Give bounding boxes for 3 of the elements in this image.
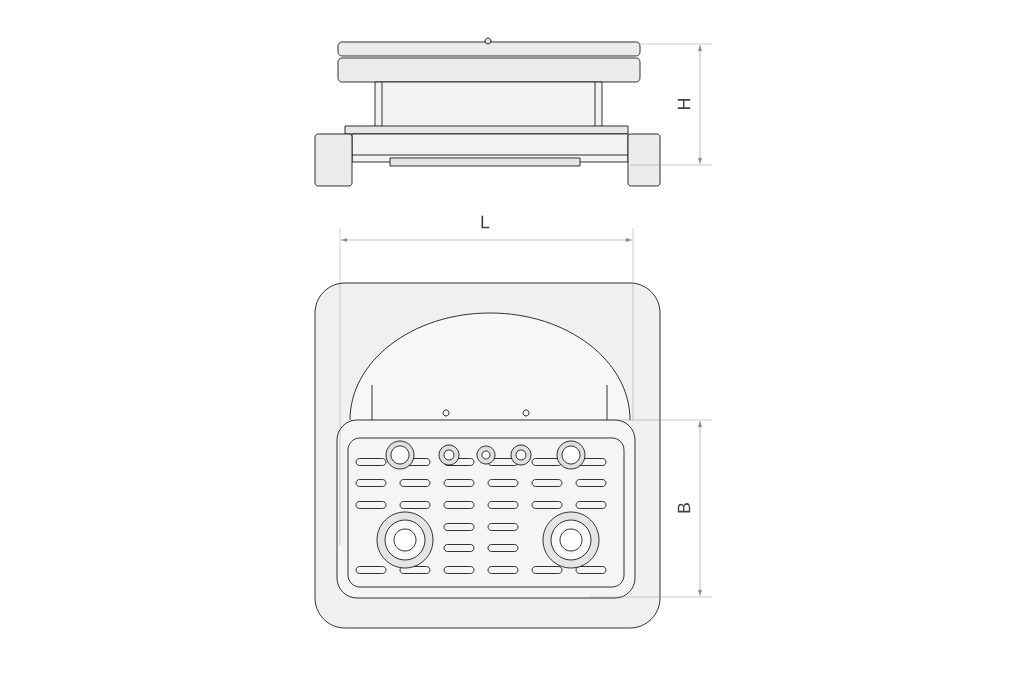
dimension-label: H xyxy=(677,99,691,109)
dimension-label: B xyxy=(677,502,691,513)
dimension-label: L xyxy=(481,215,490,229)
